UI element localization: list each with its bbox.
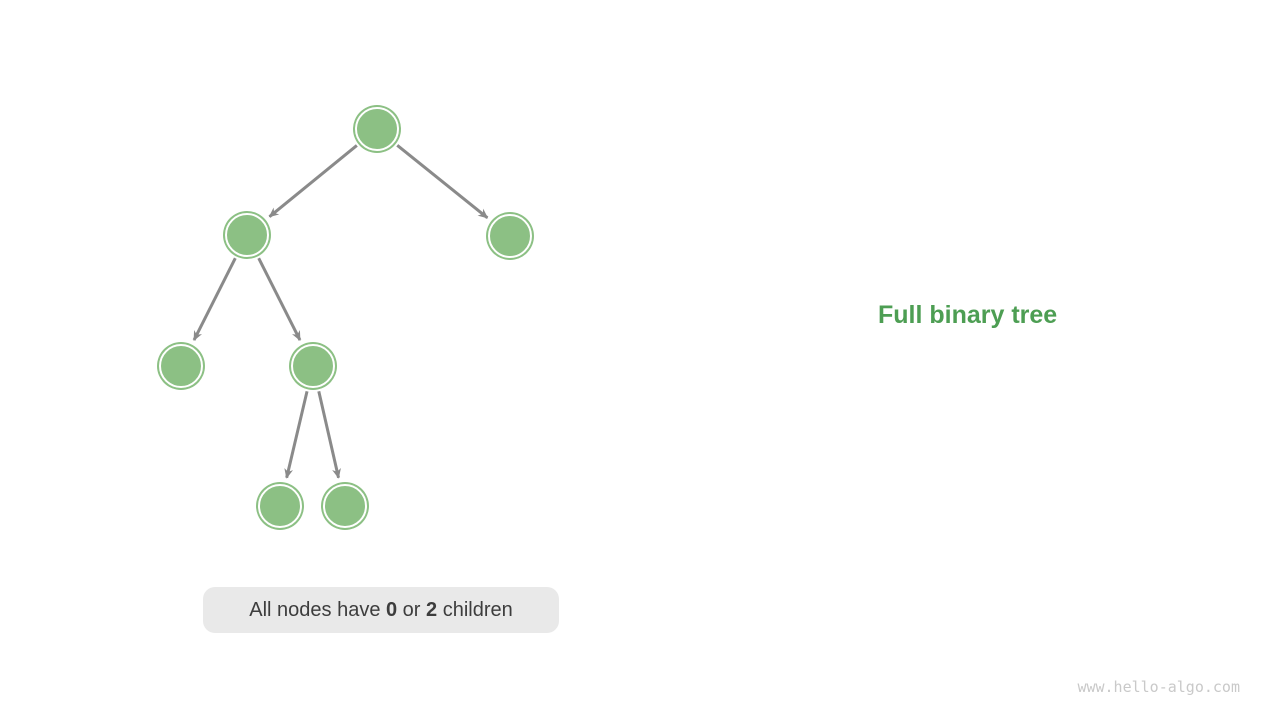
tree-node-ll-right bbox=[321, 482, 369, 530]
watermark: www.hello-algo.com bbox=[1077, 678, 1240, 696]
tree-node-left bbox=[223, 211, 271, 259]
tree-edge bbox=[317, 391, 341, 479]
tree-edge bbox=[192, 257, 237, 341]
tree-node-left-right bbox=[289, 342, 337, 390]
caption-segment: All nodes have bbox=[249, 598, 386, 621]
tree-edge bbox=[396, 144, 489, 219]
tree-edge bbox=[257, 257, 302, 341]
caption-segment: 2 bbox=[426, 598, 438, 621]
caption-segment: children bbox=[437, 598, 513, 621]
tree-node-ll-left bbox=[256, 482, 304, 530]
caption-segment: or bbox=[397, 598, 427, 621]
tree-edge bbox=[268, 144, 358, 218]
tree-node-left-left bbox=[157, 342, 205, 390]
caption-box: All nodes have 0 or 2 children bbox=[203, 587, 559, 633]
caption-segment: 0 bbox=[386, 598, 398, 621]
tree-edge bbox=[284, 390, 309, 479]
tree-node-right bbox=[486, 212, 534, 260]
tree-node-root bbox=[353, 105, 401, 153]
figure-title: Full binary tree bbox=[878, 301, 1058, 329]
caption-text: All nodes have 0 or 2 children bbox=[249, 599, 513, 622]
